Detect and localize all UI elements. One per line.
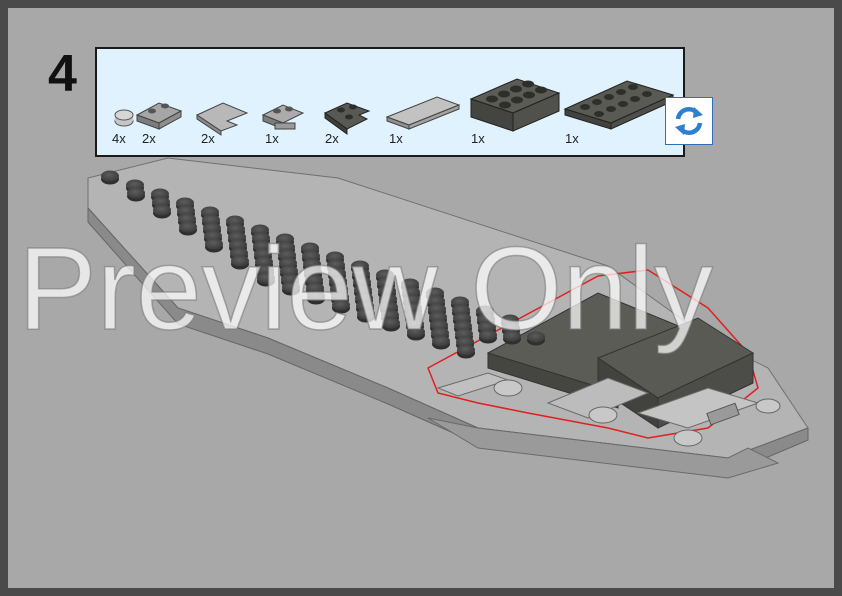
stud [457,344,475,359]
part-count: 1x [265,131,279,146]
instruction-page: 4 [8,8,834,588]
model-illustration [87,157,809,479]
part-count: 1x [389,131,403,146]
stud-grid [101,170,545,359]
stud [231,255,249,270]
stud [479,329,497,344]
stud [407,326,425,341]
stud [101,170,119,185]
part-count: 2x [201,131,215,146]
part-count: 1x [565,131,579,146]
part-count: 2x [325,131,339,146]
step-number: 4 [48,45,77,103]
rotate-model-button[interactable] [665,97,713,145]
clip-plate-icon [261,104,305,130]
part-count: 2x [142,131,156,146]
stud [432,335,450,350]
rail-plate-icon [135,102,183,130]
part-count: 1x [471,131,485,146]
brick-icon [469,78,561,132]
round-plate-icon [114,109,134,127]
stud [153,204,171,219]
stud [257,272,275,287]
parts-callout: 4x 2x 2x 1x 2x 1x 1x 1x [95,47,685,157]
stud [332,299,350,314]
stud [357,308,375,323]
stud [503,330,521,345]
rotate-view-icon [675,106,703,136]
stud [127,187,145,202]
stud [307,290,325,305]
stud [282,281,300,296]
stud [527,331,545,346]
part-count: 4x [112,131,126,146]
parts-illustrations [114,78,675,136]
tile-icon [385,96,461,130]
new-parts-highlight [427,269,781,447]
stud [179,221,197,236]
wedge-plate-icon [195,102,249,136]
plate-2x6-icon [563,80,675,130]
corner-plate-icon [324,102,371,135]
stud [205,238,223,253]
stud [382,317,400,332]
